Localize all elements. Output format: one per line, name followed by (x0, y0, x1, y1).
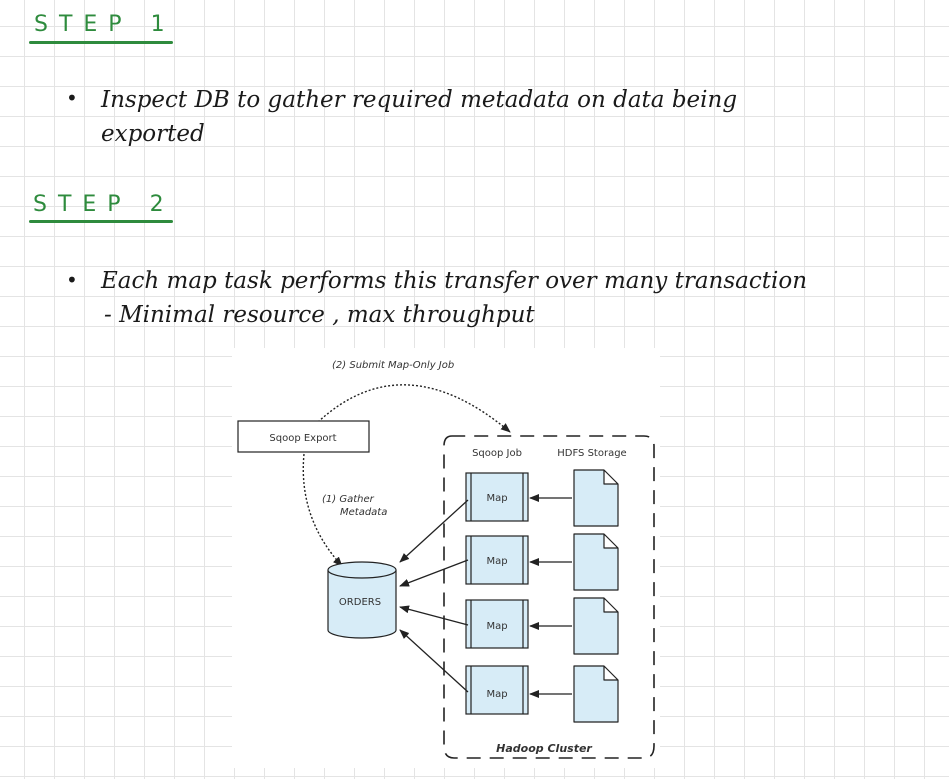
map-to-orders-arrow-2 (399, 559, 469, 587)
hdfs-file-icon-2 (573, 533, 619, 591)
map-task-3-label: Map (486, 621, 507, 632)
step-1-bullet-line-1: Inspect DB to gather required metadata o… (101, 87, 738, 113)
map-task-2 (465, 535, 529, 585)
step-1-bullet-dot: • (66, 86, 78, 110)
map-task-2-label: Map (486, 556, 507, 567)
map-task-3 (465, 599, 529, 649)
step-1-underline (29, 41, 173, 44)
map-to-orders-arrow-3 (399, 605, 469, 626)
step-1-heading: STEP 1 (34, 12, 176, 37)
hdfs-storage-header: HDFS Storage (557, 448, 626, 459)
orders-label: ORDERS (339, 597, 381, 608)
gather-metadata-label-line-2: Metadata (340, 507, 387, 518)
map-task-4 (465, 665, 529, 715)
hdfs-file-icon-4 (573, 665, 619, 723)
map-to-orders-arrow-1 (399, 499, 469, 563)
step-2-heading: STEP 2 (33, 192, 175, 217)
step-2-underline (29, 220, 173, 223)
hdfs-file-icon-3 (573, 597, 619, 655)
gather-metadata-label-line-1: (1) Gather (322, 494, 375, 505)
map-task-1 (465, 472, 529, 522)
step-2-bullet-line-1: Each map task performs this transfer ove… (101, 268, 808, 294)
hdfs-file-icon-1 (573, 469, 619, 527)
hadoop-cluster-boundary (443, 435, 655, 759)
gather-metadata-arrow (302, 453, 343, 567)
sqoop-export-label: Sqoop Export (269, 433, 336, 444)
orders-database (327, 561, 397, 639)
map-task-4-label: Map (486, 689, 507, 700)
map-task-1-label: Map (486, 493, 507, 504)
sqoop-export-diagram: (2) Submit Map-Only Job Sqoop Export (1)… (232, 348, 660, 768)
step-1-bullet-line-2: exported (101, 121, 205, 147)
submit-job-arrow (317, 384, 511, 433)
sqoop-export-box (237, 420, 370, 453)
sqoop-job-header: Sqoop Job (472, 448, 522, 459)
step-2-bullet-dot: • (66, 268, 78, 292)
map-to-orders-arrow-4 (399, 629, 469, 693)
submit-job-label: (2) Submit Map-Only Job (332, 360, 454, 371)
hadoop-cluster-label: Hadoop Cluster (496, 742, 592, 755)
step-2-bullet-line-2: - Minimal resource , max throughput (104, 302, 535, 328)
